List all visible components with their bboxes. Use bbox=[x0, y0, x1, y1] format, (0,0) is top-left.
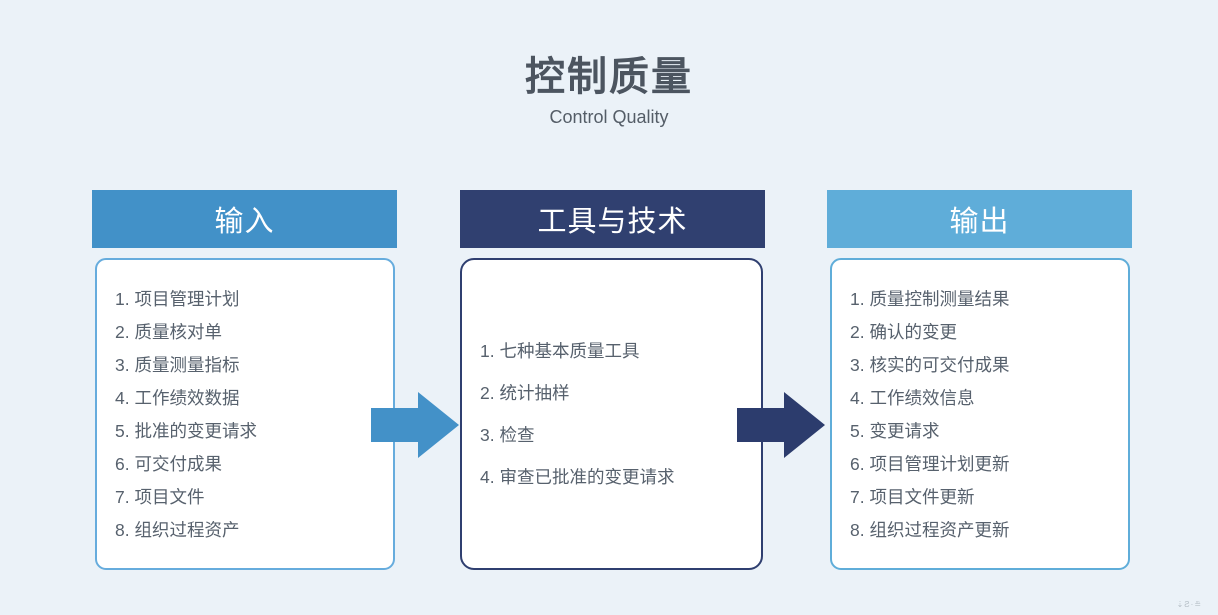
list-item: 7. 项目文件更新 bbox=[850, 487, 975, 507]
tools-list: 1. 七种基本质量工具 2. 统计抽样 3. 检查 4. 审查已批准的变更请求 bbox=[462, 330, 682, 498]
watermark-artifact: ⇣Ƨ·≞ bbox=[1176, 600, 1202, 609]
list-item: 1. 项目管理计划 bbox=[115, 289, 240, 309]
page-subtitle: Control Quality bbox=[549, 107, 669, 127]
input-header: 输入 bbox=[92, 190, 397, 248]
tools-card: 1. 七种基本质量工具 2. 统计抽样 3. 检查 4. 审查已批准的变更请求 bbox=[460, 258, 763, 570]
list-item: 4. 工作绩效信息 bbox=[850, 388, 975, 408]
list-item: 3. 检查 bbox=[480, 425, 535, 445]
list-item: 8. 组织过程资产 bbox=[115, 520, 240, 540]
list-item: 1. 质量控制测量结果 bbox=[850, 289, 1010, 309]
list-item: 5. 批准的变更请求 bbox=[115, 421, 257, 441]
output-header-label: 输出 bbox=[949, 206, 1010, 238]
list-item: 6. 可交付成果 bbox=[115, 454, 222, 474]
output-column: 输出 1. 质量控制测量结果 2. 确认的变更 3. 核实的可交付成果 4. 工… bbox=[827, 190, 1132, 570]
input-list: 1. 项目管理计划 2. 质量核对单 3. 质量测量指标 4. 工作绩效数据 5… bbox=[97, 260, 393, 547]
tools-header-label: 工具与技术 bbox=[537, 206, 688, 238]
list-item: 3. 核实的可交付成果 bbox=[850, 355, 1010, 375]
list-item: 1. 七种基本质量工具 bbox=[480, 341, 640, 361]
tools-header: 工具与技术 bbox=[460, 190, 765, 248]
list-item: 2. 确认的变更 bbox=[850, 322, 957, 342]
arrow-right-icon bbox=[371, 392, 459, 458]
input-column: 输入 1. 项目管理计划 2. 质量核对单 3. 质量测量指标 4. 工作绩效数… bbox=[92, 190, 397, 570]
output-header: 输出 bbox=[827, 190, 1132, 248]
list-item: 6. 项目管理计划更新 bbox=[850, 454, 1010, 474]
list-item: 8. 组织过程资产更新 bbox=[850, 520, 1010, 540]
list-item: 5. 变更请求 bbox=[850, 421, 940, 441]
input-header-label: 输入 bbox=[214, 206, 275, 238]
input-card: 1. 项目管理计划 2. 质量核对单 3. 质量测量指标 4. 工作绩效数据 5… bbox=[95, 258, 395, 570]
tools-column: 工具与技术 1. 七种基本质量工具 2. 统计抽样 3. 检查 4. 审查已批准… bbox=[460, 190, 765, 570]
output-card: 1. 质量控制测量结果 2. 确认的变更 3. 核实的可交付成果 4. 工作绩效… bbox=[830, 258, 1130, 570]
list-item: 2. 质量核对单 bbox=[115, 322, 222, 342]
list-item: 4. 工作绩效数据 bbox=[115, 388, 240, 408]
list-item: 3. 质量测量指标 bbox=[115, 355, 240, 375]
list-item: 7. 项目文件 bbox=[115, 487, 205, 507]
output-list: 1. 质量控制测量结果 2. 确认的变更 3. 核实的可交付成果 4. 工作绩效… bbox=[832, 260, 1128, 547]
list-item: 2. 统计抽样 bbox=[480, 383, 570, 403]
arrow-right-icon bbox=[737, 392, 825, 458]
list-item: 4. 审查已批准的变更请求 bbox=[480, 467, 675, 487]
page-title: 控制质量 bbox=[525, 55, 693, 99]
